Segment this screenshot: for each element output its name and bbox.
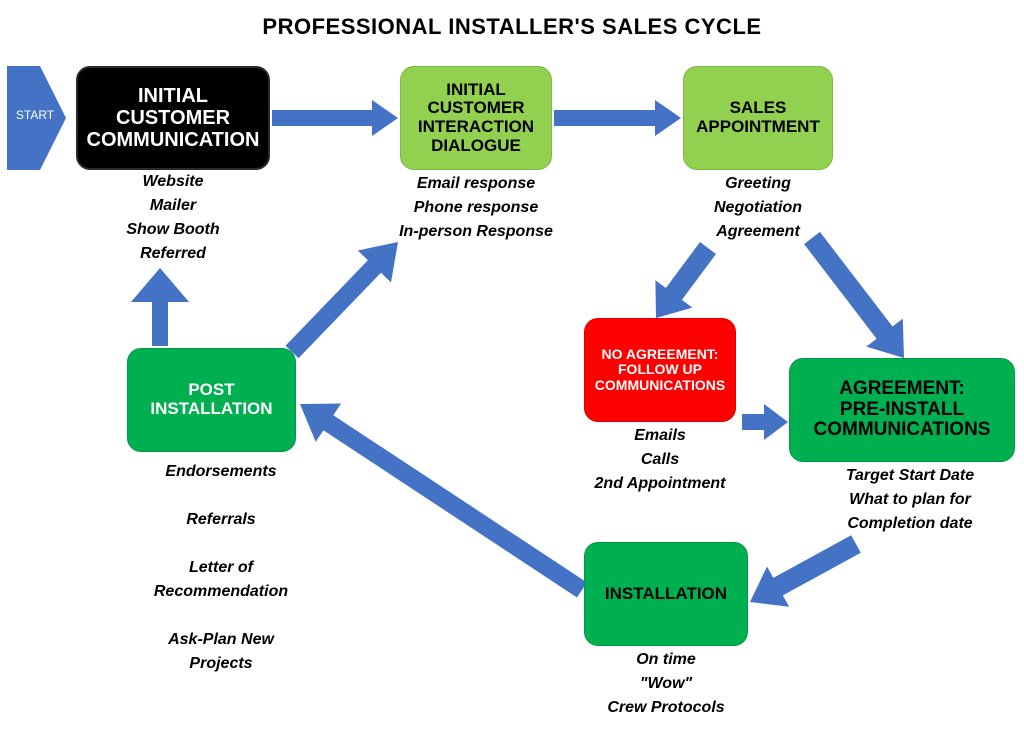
note-item: Completion date bbox=[847, 515, 973, 532]
note-item: Agreement bbox=[716, 223, 800, 240]
sales-appointment-box: SALES APPOINTMENT bbox=[683, 66, 833, 170]
note-item: Email response bbox=[416, 175, 536, 192]
note-item: Letter of Recommendation bbox=[153, 559, 289, 600]
arrow-interaction-to-appointment bbox=[554, 100, 681, 136]
note-item: Calls bbox=[640, 451, 680, 468]
note-item: Endorsements bbox=[165, 463, 277, 480]
diagram-title: PROFESSIONAL INSTALLER'S SALES CYCLE bbox=[262, 14, 762, 39]
note-item: On time bbox=[636, 651, 696, 668]
note-item: Phone response bbox=[413, 199, 539, 216]
note-item: Referrals bbox=[186, 511, 256, 528]
agreement-label: AGREEMENT: PRE-INSTALL COMMUNICATIONS bbox=[813, 377, 991, 441]
arrow-appointment-to-no-agreement bbox=[655, 242, 716, 318]
arrow-appointment-to-agreement bbox=[804, 231, 904, 358]
arrow-no-agreement-to-agreement bbox=[742, 404, 788, 440]
post-installation-label: POST INSTALLATION bbox=[150, 380, 273, 418]
arrow-communication-to-interaction bbox=[272, 100, 398, 136]
initial-customer-interaction-label: INITIAL CUSTOMER INTERACTION DIALOGUE bbox=[417, 79, 535, 155]
arrow-post-to-interaction bbox=[285, 242, 398, 359]
installation-label: INSTALLATION bbox=[604, 583, 728, 603]
post-installation-box: POST INSTALLATION bbox=[127, 348, 296, 452]
agreement-box: AGREEMENT: PRE-INSTALL COMMUNICATIONS bbox=[789, 358, 1015, 462]
no-agreement-label: NO AGREEMENT: FOLLOW UP COMMUNICATIONS bbox=[594, 345, 726, 393]
note-item: Emails bbox=[634, 427, 686, 444]
note-item: Greeting bbox=[725, 175, 791, 192]
no-agreement-notes: Emails Calls 2nd Appointment bbox=[580, 424, 740, 496]
arrow-post-to-communication bbox=[131, 268, 189, 346]
sales-appointment-label: SALES APPOINTMENT bbox=[696, 98, 820, 136]
initial-customer-communication-box: INITIAL CUSTOMER COMMUNICATION bbox=[76, 66, 270, 170]
installation-box: INSTALLATION bbox=[584, 542, 748, 646]
agreement-notes: Target Start Date What to plan for Compl… bbox=[822, 464, 998, 536]
note-item: Ask-Plan New Projects bbox=[168, 631, 274, 672]
initial-communication-notes: Website Mailer Show Booth Referred bbox=[96, 170, 250, 266]
note-item: Negotiation bbox=[714, 199, 802, 216]
note-item: What to plan for bbox=[849, 491, 971, 508]
start-label: START bbox=[15, 108, 55, 122]
note-item: 2nd Appointment bbox=[594, 475, 726, 492]
sales-appointment-notes: Greeting Negotiation Agreement bbox=[688, 172, 828, 244]
start-arrow bbox=[7, 66, 66, 170]
arrow-installation-to-post bbox=[300, 403, 587, 598]
no-agreement-box: NO AGREEMENT: FOLLOW UP COMMUNICATIONS bbox=[584, 318, 736, 422]
note-item: In-person Response bbox=[399, 223, 553, 240]
note-item: Crew Protocols bbox=[607, 699, 725, 716]
initial-interaction-notes: Email response Phone response In-person … bbox=[386, 172, 566, 244]
note-item: "Wow" bbox=[639, 675, 693, 692]
post-installation-notes: Endorsements Referrals Letter of Recomme… bbox=[130, 460, 312, 700]
arrow-agreement-to-installation bbox=[750, 535, 861, 607]
initial-customer-communication-label: INITIAL CUSTOMER COMMUNICATION bbox=[86, 85, 260, 151]
note-item: Mailer bbox=[149, 197, 197, 214]
note-item: Referred bbox=[140, 245, 206, 262]
note-item: Website bbox=[142, 173, 204, 190]
initial-customer-interaction-box: INITIAL CUSTOMER INTERACTION DIALOGUE bbox=[400, 66, 552, 170]
note-item: Target Start Date bbox=[845, 467, 975, 484]
installation-notes: On time "Wow" Crew Protocols bbox=[596, 648, 736, 720]
note-item: Show Booth bbox=[126, 221, 220, 238]
